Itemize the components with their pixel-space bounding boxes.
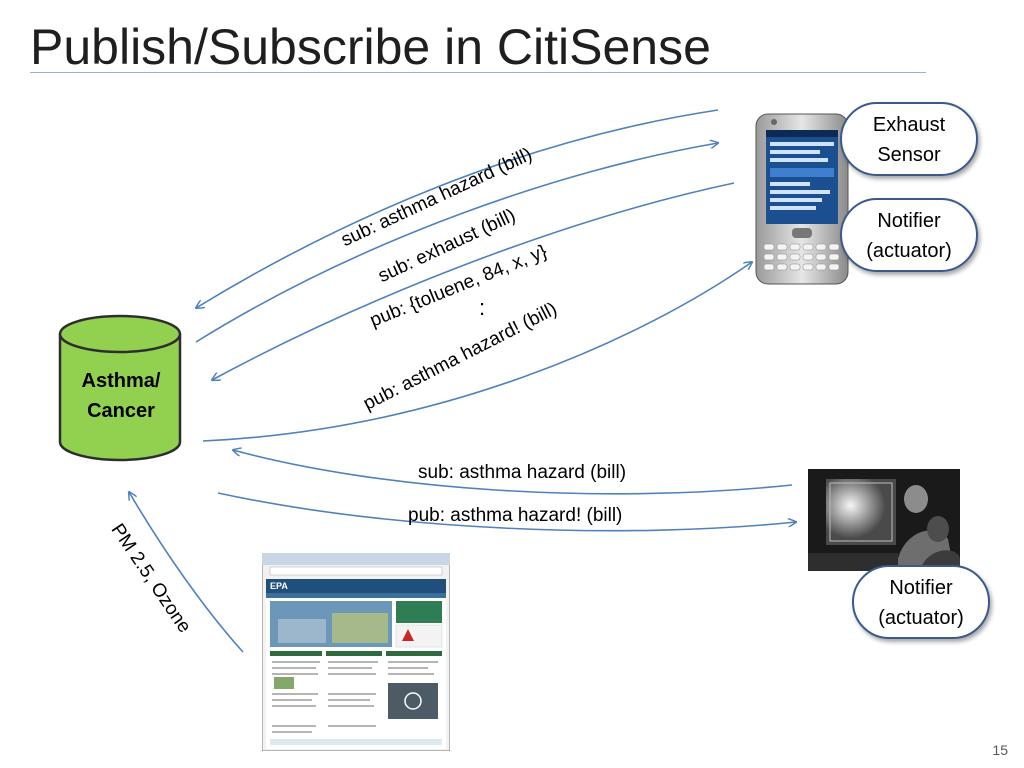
- exhaust-sensor-line2: Sensor: [877, 144, 941, 166]
- exhaust-sensor-bubble: Exhaust Sensor: [840, 102, 978, 176]
- exhaust-sensor-line1: Exhaust: [872, 114, 946, 136]
- photo-notifier-line1: Notifier: [889, 577, 953, 599]
- phone-notifier-bubble: Notifier (actuator): [840, 198, 978, 272]
- epa-logo-text: EPA: [270, 581, 288, 591]
- lab-photo-image: [808, 469, 960, 571]
- slide-number: 15: [992, 742, 1008, 758]
- phone-notifier-line1: Notifier: [877, 210, 941, 232]
- smartphone-image: [755, 113, 849, 285]
- arrow-sub-exhaust-to-phone: [195, 143, 718, 343]
- msg-pub-asthma-photo: pub: asthma hazard! (bill): [408, 505, 623, 526]
- arrow-sub-asthma-from-photo: [233, 450, 793, 495]
- ellipsis-dots: :: [478, 295, 486, 320]
- arrow-pub-asthma-to-phone: [202, 262, 752, 442]
- epa-website-screenshot: EPA: [262, 553, 450, 751]
- msg-sub-asthma-photo: sub: asthma hazard (bill): [418, 462, 627, 483]
- title-underline: [30, 72, 926, 73]
- ellipsis-vertical: :: [472, 295, 492, 320]
- phone-notifier-line2: (actuator): [866, 240, 952, 262]
- database-label: Asthma/ Cancer: [62, 366, 180, 426]
- arrow-pub-asthma-to-photo: [217, 492, 796, 532]
- arrow-sub-asthma-to-db: [196, 109, 719, 308]
- slide-title: Publish/Subscribe in CitiSense: [30, 19, 711, 75]
- photo-notifier-bubble: Notifier (actuator): [852, 565, 990, 639]
- arrow-pub-toluene-to-db: [212, 182, 735, 380]
- asthma-cancer-database: [58, 314, 182, 462]
- photo-notifier-line2: (actuator): [878, 607, 964, 629]
- database-label-line1: Asthma/: [81, 370, 161, 392]
- arrow-pm-ozone-to-db: [129, 492, 244, 653]
- database-label-line2: Cancer: [87, 400, 155, 422]
